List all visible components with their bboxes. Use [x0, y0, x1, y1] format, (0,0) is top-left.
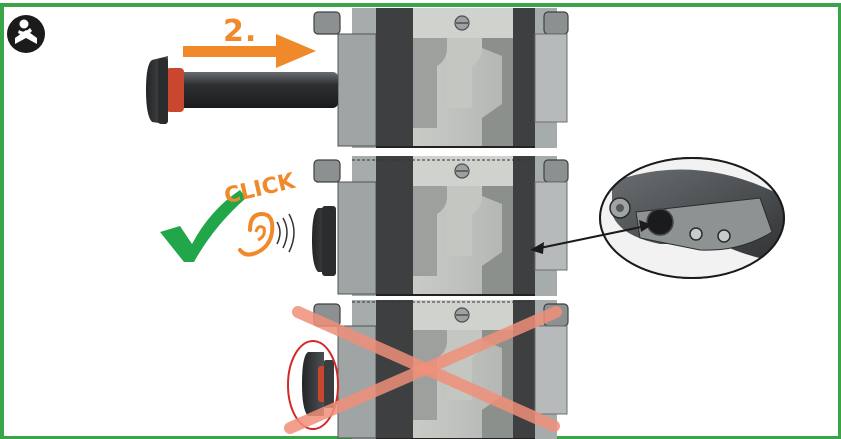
- highlight-circle: [287, 340, 339, 430]
- plunger-wrong: [302, 352, 334, 416]
- ear-sound-icon: [238, 211, 295, 257]
- cylinder-block-step2: [313, 7, 569, 149]
- zoom-pointer-arrow: [530, 220, 652, 254]
- read-manual-icon: [7, 15, 45, 53]
- magnifier-detail-icon: [599, 157, 785, 279]
- checkmark-icon: [160, 190, 246, 262]
- plunger-rod: [146, 56, 338, 124]
- cross-out-icon: [284, 306, 562, 434]
- plunger-locked: [312, 206, 336, 276]
- step-number: 2.: [223, 14, 258, 49]
- cylinder-block-locked: [313, 155, 569, 297]
- push-arrow-icon: [183, 34, 316, 68]
